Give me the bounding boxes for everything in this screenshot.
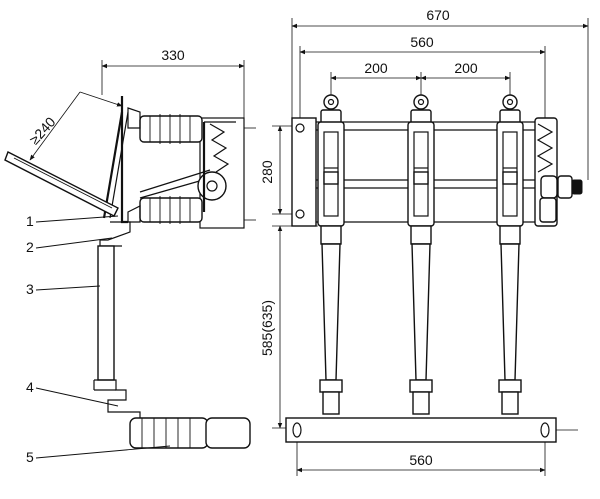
pivot-eye bbox=[197, 171, 227, 201]
upper-insulator bbox=[139, 114, 203, 144]
side-view: 330 ≥240 bbox=[4, 47, 256, 465]
part-label-1: 1 bbox=[26, 213, 119, 229]
base-bar bbox=[285, 417, 578, 443]
svg-text:4: 4 bbox=[26, 379, 34, 395]
side-angle-dimension: ≥240 bbox=[26, 91, 123, 161]
operating-handle bbox=[4, 151, 119, 217]
front-view: 670 560 200 200 280 bbox=[259, 7, 589, 476]
part-label-2: 2 bbox=[26, 237, 113, 255]
part-label-5: 5 bbox=[26, 445, 171, 465]
dimension-240: ≥240 bbox=[26, 114, 59, 148]
dimension-280: 280 bbox=[259, 160, 275, 184]
base-width-dimension: 560 bbox=[296, 442, 546, 476]
svg-text:3: 3 bbox=[26, 281, 34, 297]
dimension-560-bottom: 560 bbox=[409, 452, 433, 468]
frame-width-dimension: 560 bbox=[299, 34, 546, 118]
dimension-330: 330 bbox=[161, 47, 185, 63]
svg-text:2: 2 bbox=[26, 239, 34, 255]
phase-spacing-dimension: 200 200 bbox=[330, 60, 511, 96]
dimension-560-top: 560 bbox=[410, 34, 434, 50]
part-label-4: 4 bbox=[26, 379, 119, 407]
operating-rod bbox=[97, 245, 115, 381]
svg-text:5: 5 bbox=[26, 449, 34, 465]
overall-width-dimension: 670 bbox=[291, 7, 589, 180]
dimension-200-right: 200 bbox=[454, 60, 478, 76]
part-label-3: 3 bbox=[26, 281, 101, 297]
drive-mechanism bbox=[534, 117, 583, 227]
dimension-670: 670 bbox=[426, 7, 450, 23]
handle-grip bbox=[129, 417, 251, 449]
phase-c bbox=[496, 94, 524, 439]
side-top-width-dimension: 330 bbox=[101, 47, 245, 118]
switch-blade bbox=[102, 111, 124, 219]
lower-insulator bbox=[139, 196, 203, 224]
insulator-height-dimension: 585(635) bbox=[259, 225, 318, 429]
phase-b bbox=[407, 94, 435, 439]
svg-text:1: 1 bbox=[26, 213, 34, 229]
dimension-585-635: 585(635) bbox=[259, 300, 275, 356]
phase-a bbox=[317, 94, 345, 439]
dimension-200-left: 200 bbox=[364, 60, 388, 76]
